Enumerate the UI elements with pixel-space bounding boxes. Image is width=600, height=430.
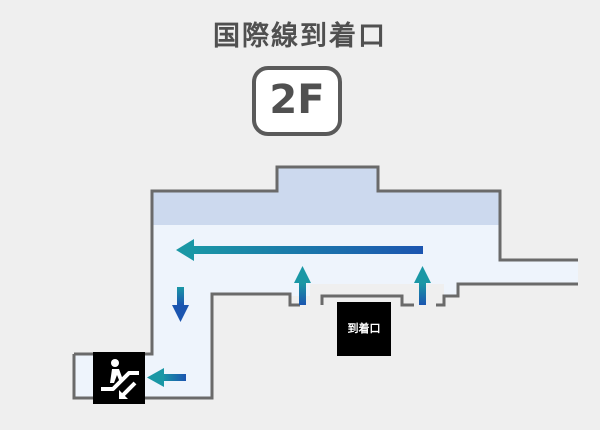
down-arrow (172, 287, 189, 322)
escalator-arrow (147, 368, 186, 387)
escalator-down-icon (93, 352, 145, 404)
up-arrow-right (414, 266, 431, 305)
building-walls (72, 165, 578, 400)
sign-title: 国際線到着口 (213, 21, 387, 52)
outer-wall (74, 165, 578, 356)
building-fill (74, 167, 578, 398)
main-corridor-arrow (176, 239, 423, 261)
inner-wall-left (72, 292, 300, 400)
upper-zone (152, 167, 500, 225)
corridor-area (74, 225, 578, 398)
arrival-gate-label: 到着口 (337, 302, 391, 356)
floor-badge: 2F (252, 66, 342, 136)
inner-wall-middle (320, 294, 414, 307)
inner-wall-right (436, 282, 578, 307)
up-arrow-left (294, 266, 311, 305)
